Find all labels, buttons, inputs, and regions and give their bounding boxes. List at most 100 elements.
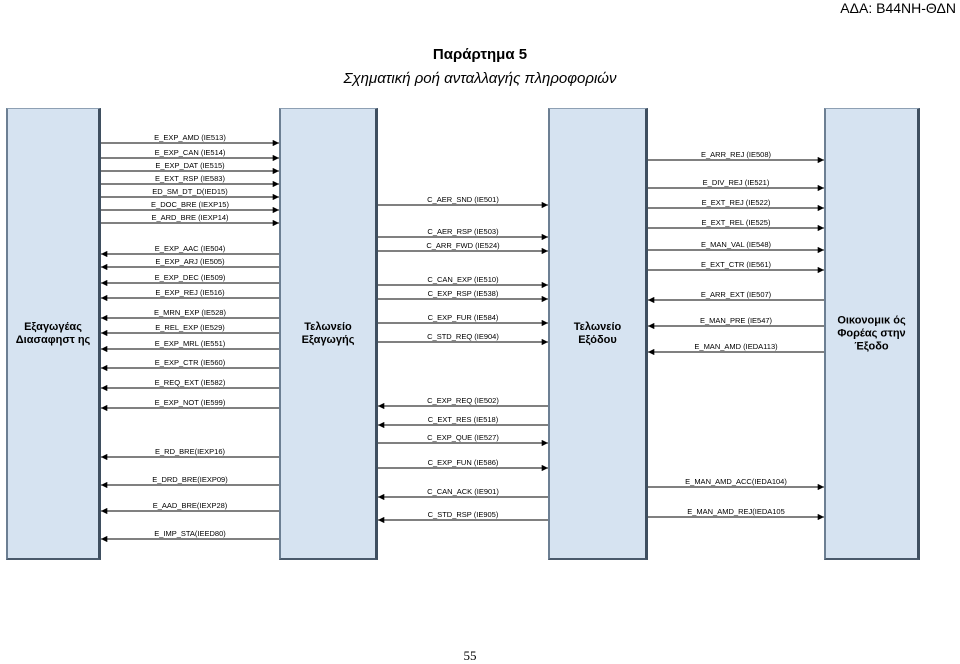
message-flow: E_EXT_REL (IE525): [648, 218, 824, 232]
flow-label: E_EXP_REJ (IE516): [155, 288, 225, 297]
message-flow: E_IMP_STA(IEED80): [101, 529, 279, 543]
flow-label: C_ARR_FWD (IE524): [426, 241, 500, 250]
message-flow: E_EXP_DEC (IE509): [101, 273, 279, 287]
message-flow: E_EXP_NOT (IE599): [101, 398, 279, 412]
lane-label-exit-office: Τελωνείο Εξόδου: [573, 320, 622, 346]
message-flow: C_EXP_QUE (IE527): [378, 433, 548, 447]
flow-label: E_EXP_ARJ (IE505): [155, 257, 225, 266]
message-flow: C_AER_RSP (IE503): [378, 227, 548, 241]
message-flow: E_ARR_REJ (IE508): [648, 150, 824, 164]
message-flow: E_MRN_EXP (IE528): [101, 308, 279, 322]
flow-label: E_MAN_AMD_ACC(IEDA104): [685, 477, 787, 486]
message-flow: E_RD_BRE(IEXP16): [101, 447, 279, 461]
flow-label: E_MAN_AMD (IEDA113): [694, 342, 778, 351]
flow-label: E_EXP_CAN (IE514): [155, 148, 226, 157]
page-subtitle: Σχηματική ροή ανταλλαγής πληροφοριών: [343, 70, 617, 87]
message-flow: E_EXT_RSP (IE583): [101, 174, 279, 188]
message-flow: E_MAN_VAL (IE548): [648, 240, 824, 254]
lane-label-export-office: Τελωνείο Εξαγωγής: [301, 320, 355, 346]
message-flow: E_ARD_BRE (IEXP14): [101, 213, 279, 227]
flow-label: C_CAN_EXP (IE510): [427, 275, 499, 284]
message-flow: C_EXP_REQ (IE502): [378, 396, 548, 410]
flow-label: E_REQ_EXT (IE582): [155, 378, 226, 387]
flow-label: E_EXT_REJ (IE522): [702, 198, 771, 207]
message-flow: E_AAD_BRE(IEXP28): [101, 501, 279, 515]
message-flow: C_STD_REQ (IE904): [378, 332, 548, 346]
flow-label: E_EXP_NOT (IE599): [155, 398, 226, 407]
message-flow: C_EXP_RSP (IE538): [378, 289, 548, 303]
message-flow: E_EXP_MRL (IE551): [101, 339, 279, 353]
message-flow: C_CAN_ACK (IE901): [378, 487, 548, 501]
flow-label: C_EXT_RES (IE518): [428, 415, 499, 424]
message-flow: E_ARR_EXT (IE507): [648, 290, 824, 304]
flow-label: E_EXP_MRL (IE551): [155, 339, 226, 348]
flow-label: E_DIV_REJ (IE521): [703, 178, 770, 187]
flow-label: C_EXP_REQ (IE502): [427, 396, 499, 405]
flow-label: C_AER_SND (IE501): [427, 195, 499, 204]
ada-code: ΑΔΑ: Β44ΝΗ-ΘΔΝ: [840, 0, 956, 16]
flow-label: C_STD_REQ (IE904): [427, 332, 499, 341]
lane-label-exit-operator: Οικονομικ ός Φορέας στην Έξοδο: [837, 314, 906, 352]
flow-label: C_EXP_FUN (IE586): [428, 458, 499, 467]
message-flow: C_CAN_EXP (IE510): [378, 275, 548, 289]
message-flow: E_EXP_CTR (IE560): [101, 358, 279, 372]
lane-exit-office: Τελωνείο Εξόδου: [548, 108, 648, 560]
flow-label: E_EXP_AAC (IE504): [155, 244, 226, 253]
message-flow: E_MAN_AMD_ACC(IEDA104): [648, 477, 824, 491]
flow-label: E_MAN_VAL (IE548): [701, 240, 772, 249]
flow-label: ED_SM_DT_D(IED15): [152, 187, 228, 196]
lane-export-office: Τελωνείο Εξαγωγής: [279, 108, 378, 560]
message-flow: E_EXP_DAT (IE515): [101, 161, 279, 175]
flow-label: E_EXP_DAT (IE515): [155, 161, 225, 170]
flow-label: E_AAD_BRE(IEXP28): [153, 501, 228, 510]
flow-label: E_EXT_RSP (IE583): [155, 174, 225, 183]
flow-label: E_DRD_BRE(IEXP09): [152, 475, 228, 484]
lane-declarant: Εξαγωγέας Διασαφηστ ης: [6, 108, 101, 560]
flow-label: E_MAN_AMD_REJ(IEDA105: [687, 507, 785, 516]
message-flow: E_REL_EXP (IE529): [101, 323, 279, 337]
flow-label: E_MRN_EXP (IE528): [154, 308, 226, 317]
message-flow: E_EXP_REJ (IE516): [101, 288, 279, 302]
message-flow: E_DRD_BRE(IEXP09): [101, 475, 279, 489]
message-flow: E_EXP_ARJ (IE505): [101, 257, 279, 271]
message-flow: E_EXT_REJ (IE522): [648, 198, 824, 212]
flow-label: C_AER_RSP (IE503): [427, 227, 499, 236]
flow-label: E_MAN_PRE (IE547): [700, 316, 773, 325]
message-flow: C_EXT_RES (IE518): [378, 415, 548, 429]
message-flow: C_EXP_FUR (IE584): [378, 313, 548, 327]
flow-label: C_CAN_ACK (IE901): [427, 487, 499, 496]
flow-label: E_ARR_EXT (IE507): [701, 290, 772, 299]
flow-label: E_RD_BRE(IEXP16): [155, 447, 226, 456]
message-flow: E_EXP_AMD (IE513): [101, 133, 279, 147]
flow-label: E_EXT_CTR (IE561): [701, 260, 772, 269]
flow-label: C_EXP_FUR (IE584): [428, 313, 499, 322]
message-flow: C_EXP_FUN (IE586): [378, 458, 548, 472]
page-title: Παράρτημα 5: [432, 46, 528, 63]
flow-label: C_STD_RSP (IE905): [428, 510, 499, 519]
flow-label: E_DOC_BRE (IEXP15): [151, 200, 229, 209]
flow-label: E_EXT_REL (IE525): [702, 218, 771, 227]
message-flow: C_ARR_FWD (IE524): [378, 241, 548, 255]
message-flow: E_DIV_REJ (IE521): [648, 178, 824, 192]
message-flow: C_AER_SND (IE501): [378, 195, 548, 209]
message-flow: E_MAN_AMD (IEDA113): [648, 342, 824, 356]
message-flow: C_STD_RSP (IE905): [378, 510, 548, 524]
flow-label: C_EXP_QUE (IE527): [427, 433, 499, 442]
flow-label: E_EXP_DEC (IE509): [155, 273, 226, 282]
page-number: 55: [463, 648, 477, 663]
message-flow: E_EXP_AAC (IE504): [101, 244, 279, 258]
message-flow: E_MAN_AMD_REJ(IEDA105: [648, 507, 824, 521]
message-flow: E_EXT_CTR (IE561): [648, 260, 824, 274]
message-flow: E_DOC_BRE (IEXP15): [101, 200, 279, 214]
message-flow: ED_SM_DT_D(IED15): [101, 187, 279, 201]
lane-exit-operator: Οικονομικ ός Φορέας στην Έξοδο: [824, 108, 920, 560]
message-flow: E_REQ_EXT (IE582): [101, 378, 279, 392]
flow-label: E_EXP_AMD (IE513): [154, 133, 226, 142]
flow-label: E_REL_EXP (IE529): [155, 323, 225, 332]
lane-label-declarant: Εξαγωγέας Διασαφηστ ης: [15, 320, 91, 346]
flow-label: E_ARR_REJ (IE508): [701, 150, 772, 159]
flow-label: E_ARD_BRE (IEXP14): [151, 213, 229, 222]
message-flow: E_MAN_PRE (IE547): [648, 316, 824, 330]
message-flow: E_EXP_CAN (IE514): [101, 148, 279, 162]
